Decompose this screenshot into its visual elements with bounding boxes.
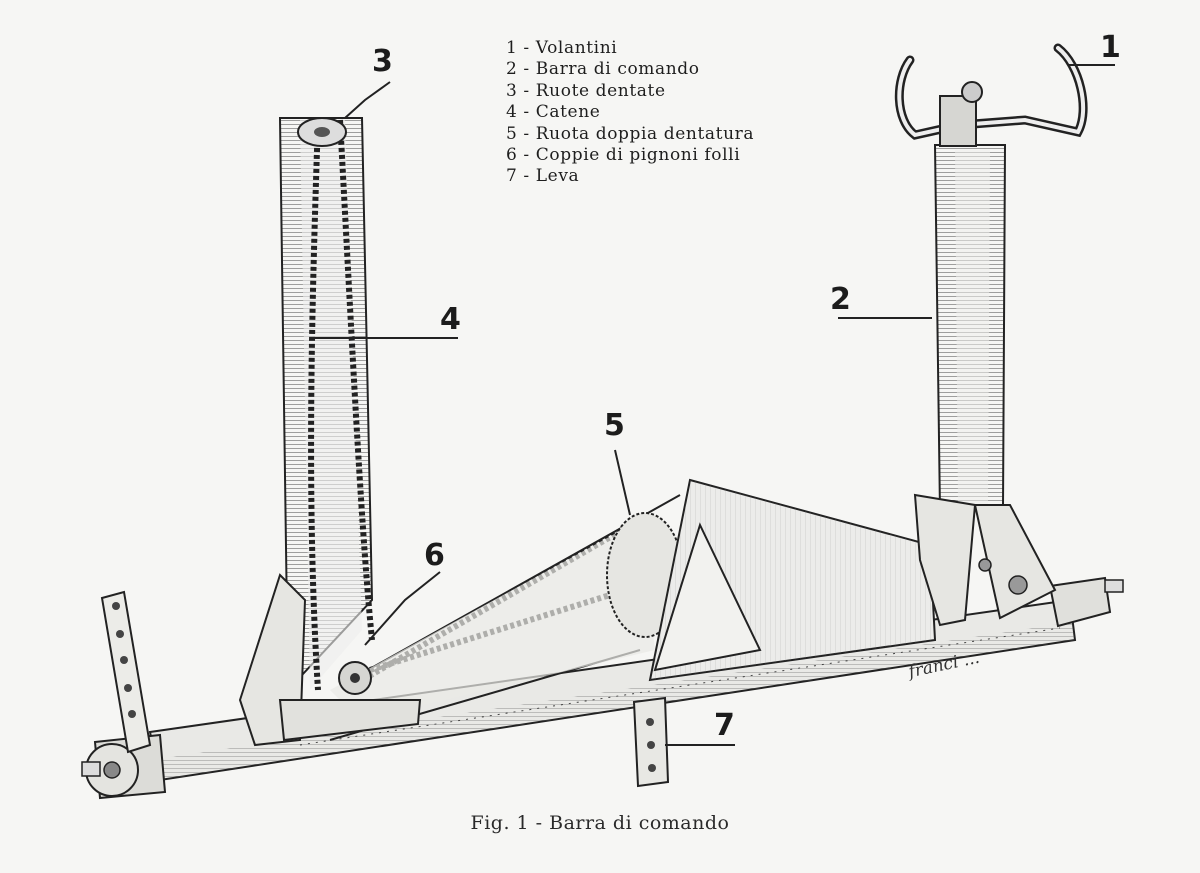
legend-label: Coppie di pignoni folli — [535, 145, 741, 166]
legend-label: Volantini — [535, 38, 618, 58]
legend-separator: - — [523, 38, 530, 58]
callout-3: 3 — [372, 44, 393, 79]
figure-caption: Fig. 1 - Barra di comando — [470, 812, 730, 834]
left-column — [238, 117, 375, 747]
legend-number: 6 — [506, 145, 518, 166]
callout-7: 7 — [714, 708, 735, 743]
legend-number: 5 — [506, 123, 518, 144]
legend-number: 2 — [506, 59, 518, 80]
callout-2: 2 — [830, 282, 851, 317]
diagonal-chains — [278, 494, 691, 742]
legend-separator: - — [523, 166, 530, 187]
lever-7 — [632, 696, 670, 788]
callout-leaders — [310, 64, 1115, 746]
legend-item: 3-Ruote dentate — [506, 81, 754, 102]
callout-5: 5 — [604, 408, 625, 443]
left-end-lever — [100, 590, 152, 754]
callout-4: 4 — [440, 302, 461, 337]
right-column — [913, 144, 1057, 627]
legend-separator: - — [523, 80, 530, 101]
callout-1: 1 — [1100, 30, 1121, 65]
legend: 1-Volantini 2-Barra di comando 3-Ruote d… — [506, 38, 754, 188]
legend-item: 4-Catene — [506, 102, 754, 123]
double-tooth-wheel — [606, 478, 937, 682]
legend-item: 1-Volantini — [506, 38, 754, 59]
legend-label: Barra di comando — [535, 59, 700, 80]
callout-6: 6 — [424, 538, 445, 573]
legend-separator: - — [523, 123, 530, 144]
yoke-handwheels — [894, 43, 1088, 147]
legend-number: 1 — [506, 38, 518, 58]
legend-label: Leva — [535, 166, 580, 187]
legend-separator: - — [523, 59, 530, 80]
legend-item: 2-Barra di comando — [506, 59, 754, 80]
legend-label: Catene — [535, 102, 601, 123]
legend-item: 5-Ruota doppia dentatura — [506, 124, 754, 145]
legend-label: Ruota doppia dentatura — [535, 123, 755, 144]
legend-separator: - — [523, 102, 530, 123]
legend-number: 7 — [506, 166, 518, 187]
legend-label: Ruote dentate — [535, 80, 666, 101]
legend-number: 4 — [506, 102, 518, 123]
legend-separator: - — [523, 145, 530, 166]
legend-item: 7-Leva — [506, 166, 754, 187]
legend-item: 6-Coppie di pignoni folli — [506, 145, 754, 166]
legend-number: 3 — [506, 80, 518, 101]
